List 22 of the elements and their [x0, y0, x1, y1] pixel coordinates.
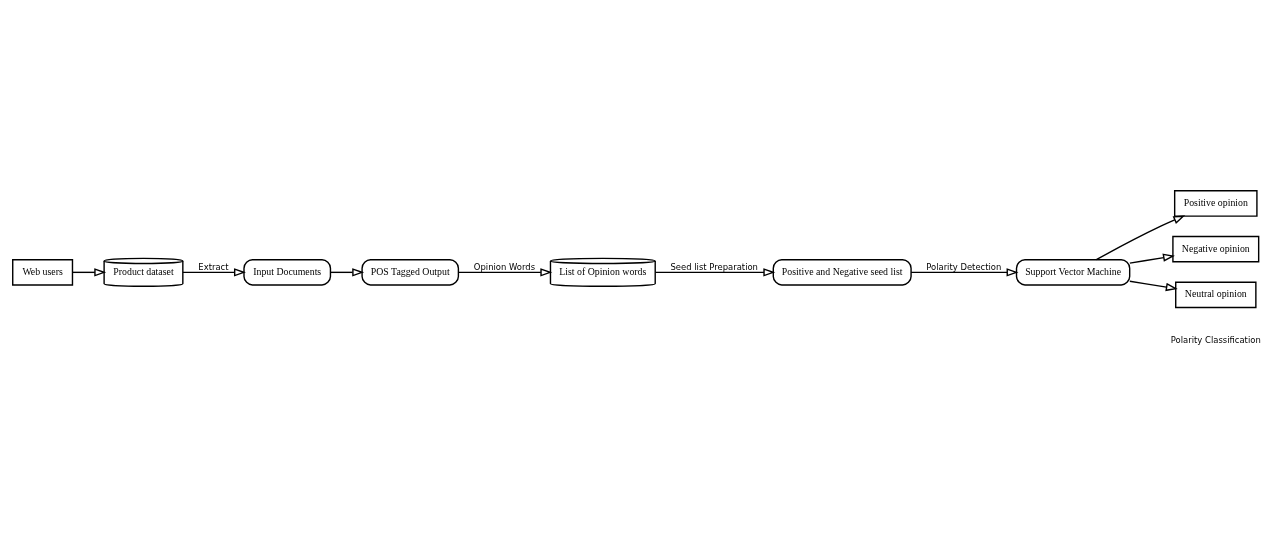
edge-label: Extract: [198, 261, 229, 272]
node-box: POS Tagged Output: [361, 259, 460, 286]
label: Polarity Classification: [1170, 334, 1261, 345]
arrow: [182, 268, 246, 277]
arrow: [1129, 280, 1178, 292]
arrow: [71, 268, 107, 277]
node-box: Positive opinion: [1173, 190, 1258, 217]
arrow: [457, 268, 553, 277]
node-box: Neutral opinion: [1175, 281, 1257, 309]
arrow: [329, 268, 365, 277]
arrow: [654, 268, 776, 277]
arrow: [1129, 253, 1175, 264]
arrow: [1095, 215, 1186, 261]
arrow: [910, 268, 1019, 277]
edge-label: Opinion Words: [473, 261, 536, 272]
node-box: Input Documents: [243, 259, 332, 286]
node-box: Positive and Negative seed list: [772, 259, 912, 286]
edge-label: Polarity Detection: [926, 261, 1002, 272]
node-box: Negative opinion: [1172, 235, 1260, 263]
node-box: Support Vector Machine: [1015, 259, 1131, 286]
edge-label: Seed list Preparation: [670, 261, 758, 272]
node-box: Web users: [12, 259, 74, 286]
